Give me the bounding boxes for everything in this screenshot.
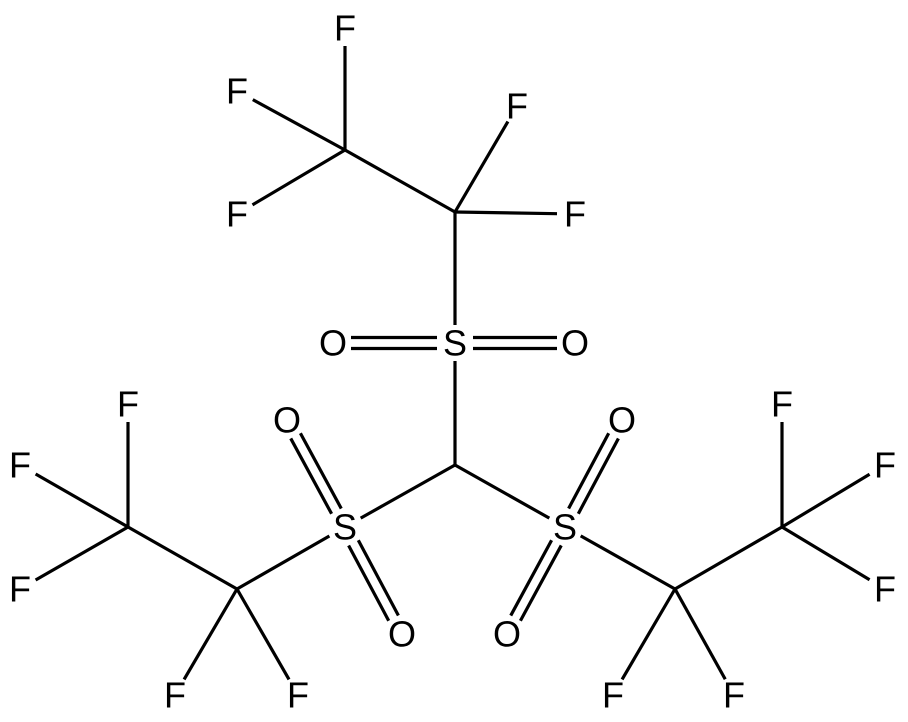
- atom-f-top-cf3-a: F: [334, 8, 356, 49]
- atom-s-top: S: [443, 323, 467, 364]
- bond-c-top-cf3-f-top-cf3-c: [251, 148, 346, 207]
- bond-c-right-cf2-f-right-cf2-b: [673, 588, 727, 681]
- atom-f-right-cf2-b: F: [723, 675, 745, 716]
- bond-c-left-cf2-f-left-cf2-b: [235, 588, 291, 681]
- atom-label-f: F: [334, 8, 356, 49]
- atom-f-left-cf2-b: F: [287, 675, 309, 716]
- atom-f-top-cf3-b: F: [226, 71, 248, 112]
- atom-label-s: S: [333, 507, 357, 548]
- bond-c-top-cf2-f-top-cf2-b: [454, 210, 558, 216]
- bond-c-left-cf2-f-left-cf2-a: [182, 588, 239, 681]
- bond-c-left-cf2-c-left-cf3: [127, 525, 238, 591]
- atom-f-left-cf2-a: F: [164, 675, 186, 716]
- bond-s-left-o-left-up-line-2: [289, 437, 333, 515]
- bond-c-right-cf2-c-right-cf3: [674, 525, 783, 591]
- atom-label-o: O: [388, 614, 416, 655]
- atom-f-right-cf3-c: F: [874, 569, 896, 610]
- atom-label-f: F: [506, 86, 528, 127]
- bond-c-center-s-left: [359, 463, 456, 520]
- atom-f-top-cf3-c: F: [226, 194, 248, 235]
- bond-c-right-cf3-f-right-cf3-c: [781, 525, 871, 582]
- atom-label-f: F: [771, 384, 793, 425]
- atom-label-o: O: [608, 400, 636, 441]
- atom-label-f: F: [9, 569, 31, 610]
- bond-c-right-cf3-f-right-cf3-b: [781, 472, 871, 529]
- bond-c-top-cf2-f-top-cf2-a: [453, 120, 510, 213]
- bond-s-right-c-right-cf2: [579, 534, 676, 591]
- bond-s-left-o-left-up-line-1: [299, 432, 343, 510]
- atom-f-right-cf3-a: F: [771, 384, 793, 425]
- atom-label-f: F: [287, 675, 309, 716]
- atom-label-f: F: [874, 569, 896, 610]
- atom-s-left: S: [333, 507, 357, 548]
- atom-label-f: F: [117, 384, 139, 425]
- atom-f-left-cf3-a: F: [117, 384, 139, 425]
- atom-o-top-right: O: [561, 323, 589, 364]
- atom-o-top-left: O: [319, 323, 347, 364]
- bond-c-top-cf3-f-top-cf3-b: [252, 98, 346, 152]
- atom-label-f: F: [226, 194, 248, 235]
- bond-s-right-o-right-up-line-2: [567, 432, 611, 510]
- bond-s-left-c-left-cf2: [236, 534, 331, 591]
- atom-label-f: F: [874, 445, 896, 486]
- atom-label-o: O: [273, 400, 301, 441]
- atom-o-left-up: O: [273, 400, 301, 441]
- atom-f-right-cf3-b: F: [874, 445, 896, 486]
- bond-s-right-o-right-down-line-1: [509, 539, 553, 617]
- atom-label-f: F: [164, 675, 186, 716]
- atom-f-right-cf2-a: F: [602, 675, 624, 716]
- atom-label-o: O: [493, 614, 521, 655]
- atom-label-s: S: [443, 323, 467, 364]
- bond-s-left-o-left-down-line-1: [347, 544, 391, 622]
- atom-label-f: F: [564, 194, 586, 235]
- atom-label-s: S: [553, 507, 577, 548]
- bond-layer: [34, 46, 871, 681]
- bond-c-top-cf2-c-top-cf3: [344, 148, 456, 214]
- atom-s-right: S: [553, 507, 577, 548]
- atom-f-left-cf3-b: F: [9, 445, 31, 486]
- atom-o-left-down: O: [388, 614, 416, 655]
- atom-o-right-down: O: [493, 614, 521, 655]
- atom-label-f: F: [226, 71, 248, 112]
- atom-label-o: O: [319, 323, 347, 364]
- atom-f-left-cf3-c: F: [9, 569, 31, 610]
- bond-s-left-o-left-down-line-2: [356, 539, 400, 617]
- bond-c-left-cf3-f-left-cf3-b: [34, 472, 129, 529]
- atom-label-f: F: [602, 675, 624, 716]
- atom-o-right-up: O: [608, 400, 636, 441]
- atom-label-f: F: [723, 675, 745, 716]
- atom-f-top-cf2-b: F: [564, 194, 586, 235]
- atom-f-top-cf2-a: F: [506, 86, 528, 127]
- atom-label-o: O: [561, 323, 589, 364]
- bond-c-center-s-right: [454, 463, 551, 520]
- bond-c-left-cf3-f-left-cf3-c: [34, 525, 129, 582]
- bond-c-right-cf2-f-right-cf2-a: [620, 588, 677, 681]
- atom-label-f: F: [9, 445, 31, 486]
- bond-s-right-o-right-up-line-1: [576, 437, 620, 515]
- bond-s-right-o-right-down-line-2: [519, 544, 563, 622]
